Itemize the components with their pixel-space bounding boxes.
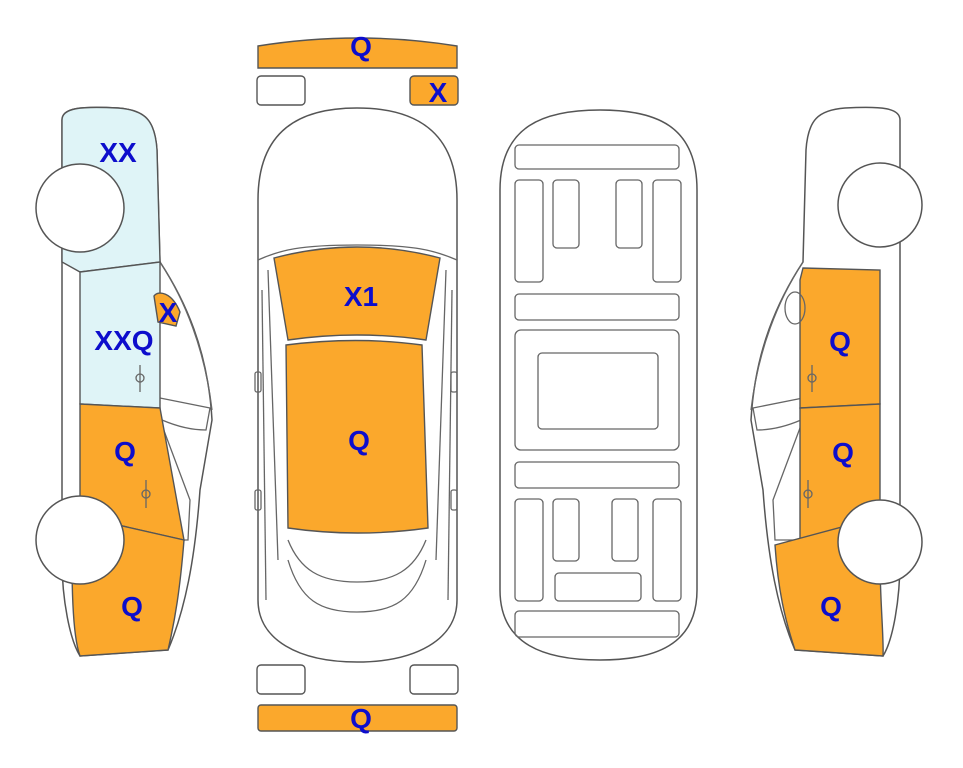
left-mirror-panel[interactable] xyxy=(153,292,181,327)
left-front-fender-label: XX xyxy=(99,137,137,168)
right-rear-wheel xyxy=(837,162,923,248)
hood-label: X1 xyxy=(344,281,378,312)
right-front-wheel xyxy=(837,499,923,585)
rear-bumper-panel[interactable] xyxy=(257,704,458,732)
roof-label: Q xyxy=(348,425,370,456)
front-right-light-label: X xyxy=(429,77,448,108)
rear-left-light-panel[interactable] xyxy=(256,664,306,695)
left-rear-wheel xyxy=(35,495,125,585)
right-front-fender-label: Q xyxy=(820,591,842,622)
left-mirror-label: X xyxy=(159,297,178,328)
front-bumper-panel[interactable] xyxy=(257,37,458,69)
front-bumper-label: Q xyxy=(350,31,372,62)
underside-view xyxy=(499,109,698,661)
rear-bumper-label: Q xyxy=(350,703,372,734)
right-rear-door-panel[interactable] xyxy=(799,267,881,409)
left-side-details xyxy=(135,365,151,508)
hood-panel[interactable] xyxy=(273,246,441,341)
front-right-light-panel[interactable] xyxy=(409,75,459,106)
right-rear-door-label: Q xyxy=(829,326,851,357)
front-left-light-panel[interactable] xyxy=(256,75,306,106)
left-front-wheel xyxy=(35,163,125,253)
rear-right-light-panel[interactable] xyxy=(409,664,459,695)
left-rear-quarter-label: Q xyxy=(121,591,143,622)
damage-labels: Q X X1 Q Q XX XXQ X Q Q Q Q Q xyxy=(94,31,853,734)
right-front-door-label: Q xyxy=(832,437,854,468)
left-rear-door-label: Q xyxy=(114,436,136,467)
roof-panel[interactable] xyxy=(285,339,429,534)
right-side-details xyxy=(784,291,817,508)
left-front-door-label: XXQ xyxy=(94,325,153,356)
